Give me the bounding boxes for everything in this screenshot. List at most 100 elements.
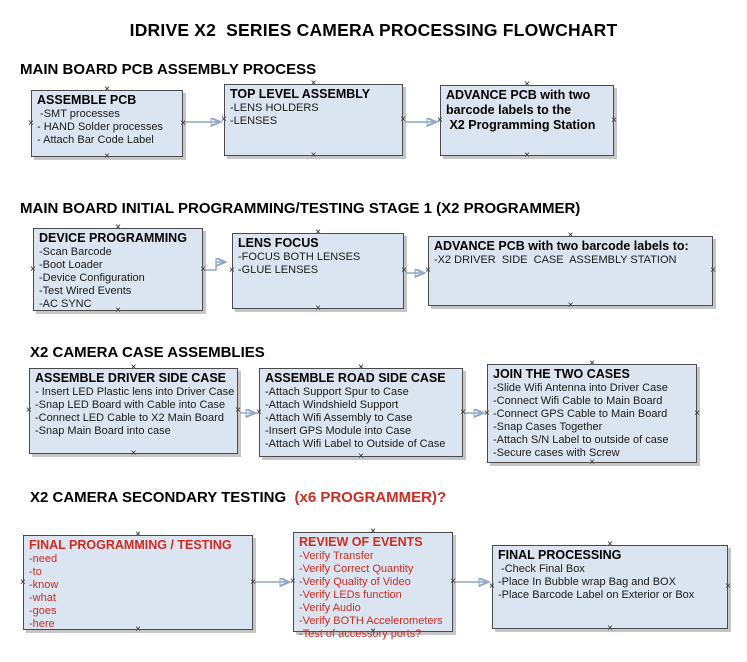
box-items: -SMT processes- HAND Solder processes- A… <box>37 108 177 147</box>
box-item: -Verify BOTH Accelerometers <box>299 615 443 627</box>
box-items: -X2 DRIVER SIDE CASE ASSEMBLY STATION <box>434 254 707 267</box>
box-title: FINAL PROCESSING <box>498 548 622 562</box>
box-item: -to <box>29 566 42 578</box>
box-item: -Attach Windshield Support <box>265 399 399 411</box>
connection-point-icon: × <box>130 448 137 459</box>
box-title: REVIEW OF EVENTS <box>299 535 423 549</box>
box-item: -know <box>29 579 59 591</box>
box-items: -Attach Support Spur to Case-Attach Wind… <box>265 386 457 451</box>
box-item: -Attach S/N Label to outside of case <box>493 434 669 446</box>
connection-point-icon: × <box>256 406 262 418</box>
box-item: -SMT processes <box>37 108 120 120</box>
connection-point-icon: × <box>290 576 296 587</box>
box-item: -Connect GPS Cable to Main Board <box>493 408 668 420</box>
box-title: ASSEMBLE ROAD SIDE CASE <box>265 371 446 385</box>
box-item: -X2 DRIVER SIDE CASE ASSEMBLY STATION <box>434 254 677 266</box>
box-item: -Device Configuration <box>39 272 145 284</box>
box-item: -Verify Audio <box>299 602 361 614</box>
section-heading-text: MAIN BOARD INITIAL PROGRAMMING/TESTING S… <box>20 200 581 217</box>
box-item: -Snap LED Board with Cable into Case <box>35 399 226 411</box>
box-item: -Check Final Box <box>498 563 585 575</box>
section-heading-pcb-assembly: MAIN BOARD PCB ASSEMBLY PROCESS <box>20 61 316 78</box>
box-final-processing: FINAL PROCESSING -Check Final Box-Place … <box>489 540 731 634</box>
box-title: ADVANCE PCB with two barcode labels to t… <box>446 88 596 132</box>
connection-point-icon: × <box>20 576 26 588</box>
box-items: - Insert LED Plastic lens into Driver Ca… <box>35 386 235 438</box>
section-heading-text: X2 CAMERA CASE ASSEMBLIES <box>30 344 265 361</box>
section-heading-text: MAIN BOARD PCB ASSEMBLY PROCESS <box>20 61 317 78</box>
connection-point-icon: × <box>524 150 530 161</box>
box-item: -LENSES <box>230 115 278 127</box>
connection-point-icon: × <box>725 581 731 592</box>
box-item: -Verify Correct Quantity <box>299 563 414 575</box>
section-heading-secondary-testing: X2 CAMERA SECONDARY TESTING (x6 PROGRAMM… <box>30 489 446 506</box>
box-item: -Connect Wifi Cable to Main Board <box>493 395 663 407</box>
connection-point-icon: × <box>310 150 317 161</box>
box-item: -Snap Main Board into case <box>35 425 171 437</box>
box-item: -AC SYNC <box>39 298 92 310</box>
box-advance-pcb-case-assembly: ADVANCE PCB with two barcode labels to: … <box>425 231 716 311</box>
connection-point-icon: × <box>425 265 431 276</box>
box-item: -here <box>29 618 55 630</box>
box-title: LENS FOCUS <box>238 236 319 250</box>
connection-point-icon: × <box>250 576 256 588</box>
box-item: - Attach Bar Code Label <box>37 134 154 146</box>
connection-point-icon: × <box>400 114 406 125</box>
box-item: -goes <box>29 605 57 617</box>
connection-point-icon: × <box>358 451 364 462</box>
section-heading-initial-programming: MAIN BOARD INITIAL PROGRAMMING/TESTING S… <box>20 200 580 217</box>
box-item: - HAND Solder processes <box>37 121 163 133</box>
box-items: -FOCUS BOTH LENSES-GLUE LENSES <box>238 251 398 277</box>
box-item: -Slide Wifi Antenna into Driver Case <box>493 382 668 394</box>
box-item: -Attach Support Spur to Case <box>265 386 409 398</box>
box-item: -Verify Quality of Video <box>299 576 411 588</box>
connection-point-icon: × <box>710 265 716 276</box>
box-lens-focus: LENS FOCUS -FOCUS BOTH LENSES-GLUE LENSE… <box>229 228 407 314</box>
box-items: -Slide Wifi Antenna into Driver Case-Con… <box>493 382 691 460</box>
connection-point-icon: × <box>315 303 321 314</box>
box-advance-pcb-programming-station: ADVANCE PCB with two barcode labels to t… <box>437 80 617 161</box>
connection-point-icon: × <box>401 265 407 276</box>
connection-point-icon: × <box>611 114 617 126</box>
connection-point-icon: × <box>450 576 456 587</box>
box-title: ASSEMBLE PCB <box>37 93 137 107</box>
box-assemble-pcb: ASSEMBLE PCB -SMT processes- HAND Solder… <box>28 85 186 162</box>
box-item: -Place Barcode Label on Exterior or Box <box>498 589 695 601</box>
box-assemble-road-side-case: ASSEMBLE ROAD SIDE CASE -Attach Support … <box>256 363 466 462</box>
box-item: -Attach Wifi Assembly to Case <box>265 412 413 424</box>
connection-point-icon: × <box>607 623 613 634</box>
box-item: -Scan Barcode <box>39 246 112 258</box>
section-heading-case-assemblies: X2 CAMERA CASE ASSEMBLIES <box>30 344 265 361</box>
box-items: -LENS HOLDERS-LENSES <box>230 102 397 128</box>
box-items: -Scan Barcode-Boot Loader-Device Configu… <box>39 246 197 311</box>
box-item: -Verify Transfer <box>299 550 374 562</box>
box-item: -Insert GPS Module into Case <box>265 425 412 437</box>
box-item: -Test Wired Events <box>39 285 132 297</box>
box-item: -Connect LED Cable to X2 Main Board <box>35 412 224 424</box>
box-item: -Attach Wifi Label to Outside of Case <box>265 438 446 450</box>
box-assemble-driver-side-case: ASSEMBLE DRIVER SIDE CASE - Insert LED P… <box>26 363 241 459</box>
box-item: -Snap Cases Together <box>493 421 603 433</box>
section-heading-suffix: (x6 PROGRAMMER)? <box>290 489 447 506</box>
box-item: -Place In Bubble wrap Bag and BOX <box>498 576 676 588</box>
page-title: IDRIVE X2 SERIES CAMERA PROCESSING FLOWC… <box>129 20 618 40</box>
box-items: -Check Final Box-Place In Bubble wrap Ba… <box>498 563 722 602</box>
connection-point-icon: × <box>104 151 110 162</box>
box-item: -what <box>29 592 56 604</box>
section-heading-text: X2 CAMERA SECONDARY TESTING <box>30 489 291 506</box>
box-review-of-events: REVIEW OF EVENTS -Verify Transfer-Verify… <box>290 527 456 641</box>
box-device-programming: DEVICE PROGRAMMING -Scan Barcode-Boot Lo… <box>30 223 206 316</box>
connection-point-icon: × <box>437 114 443 126</box>
connection-point-icon: × <box>235 405 241 416</box>
connection-point-icon: × <box>26 405 32 416</box>
box-item: - Insert LED Plastic lens into Driver Ca… <box>35 386 235 398</box>
connection-point-icon: × <box>180 117 186 129</box>
box-item: -Secure cases with Screw <box>493 447 620 459</box>
box-join-the-two-cases: JOIN THE TWO CASES -Slide Wifi Antenna i… <box>484 359 700 468</box>
connection-point-icon: × <box>489 581 495 592</box>
connector-arrow <box>205 262 224 271</box>
connection-point-icon: × <box>567 300 574 311</box>
connection-point-icon: × <box>589 457 595 468</box>
box-item: -Verify LEDs function <box>299 589 402 601</box>
box-items: -need-to-know-what-goes-here <box>29 553 247 631</box>
